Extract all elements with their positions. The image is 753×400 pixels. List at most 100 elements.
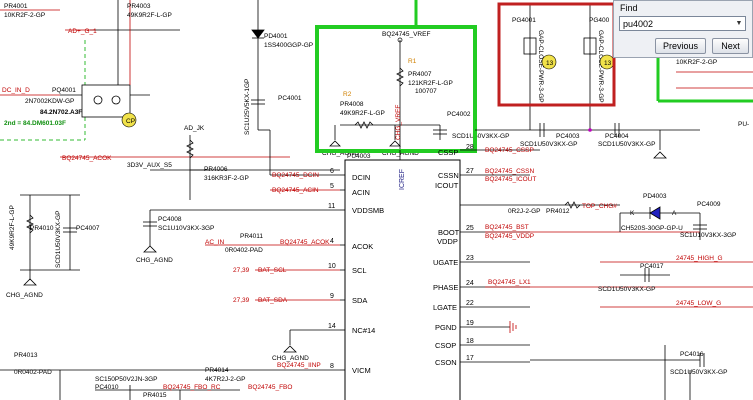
left-top-red-wires: [0, 0, 290, 158]
find-panel-title: Find: [620, 3, 638, 13]
pc4004-value: SCD1U50V3KX-GP: [598, 141, 655, 148]
net-bat-sda: BAT_SDA: [258, 297, 288, 304]
pin-name-pgnd: PGND: [435, 323, 457, 332]
pr4007-ref: PR4007: [408, 71, 432, 78]
chg-agnd-vref: CHG_AGND: [382, 150, 419, 157]
pc4002-ref: PC4002: [447, 111, 471, 118]
net-bq-cssn: BQ24745_CSSN: [485, 168, 534, 175]
pin-num-17: 17: [466, 355, 474, 362]
pin-num-5: 5: [330, 183, 334, 190]
pr4003-value: 49K9R2F-L-GP: [127, 12, 172, 19]
net-bq-acok-center: BQ24745_ACOK: [280, 239, 330, 246]
left-top-components: [60, 0, 180, 118]
find-search-input[interactable]: [619, 16, 746, 31]
ic-pu4003-body: [344, 159, 461, 400]
ref-27-39-sda: 27,39: [233, 297, 250, 304]
chevron-down-icon[interactable]: ▼: [735, 20, 743, 27]
pin-num-6: 6: [330, 168, 334, 175]
bottom-left-wires: [0, 369, 340, 400]
pin-name-phase: PHASE: [433, 283, 458, 292]
net-dc-in-d: DC_IN_D: [2, 87, 30, 94]
net-bq-dcin: BQ24745_DCIN: [272, 172, 319, 179]
pr4012-group: [530, 201, 620, 209]
vref-node: [397, 37, 403, 43]
pr4013-value: 0R0402-PAD: [14, 369, 52, 376]
net-bq-fbo-rc: BQ24745_FBO_RC: [163, 384, 221, 391]
pq4001-ref: PQ4001: [52, 87, 76, 94]
ic-pu4003-ref: PU4003: [347, 153, 371, 160]
pr4011-value: 0R0402-PAD: [225, 247, 263, 254]
pc4017-value: SCD1U50V3KX-GP: [598, 286, 655, 293]
pr4006-value: 316KR3F-2-GP: [204, 175, 249, 182]
pc4017-ref: PC4017: [640, 263, 664, 270]
pq4001-value: 2N7002KDW-GP: [25, 98, 74, 105]
pc4016-value: SCD1U50V3KX-GP: [670, 369, 727, 376]
net-bq-vddp: BQ24745_VDDP: [485, 233, 534, 240]
pc4007-value: SCD1U50V3KX-GP: [55, 211, 62, 268]
pc4002-value: SCD1U50V3KX-GP: [452, 133, 509, 140]
pr4006-ref: PR4006: [204, 166, 228, 173]
pc4003-value: SCD1U50V3KX-GP: [520, 141, 577, 148]
pr4008-value: 49K9R2F-L-GP: [340, 110, 385, 117]
pr4010-pc4007-group: [20, 194, 80, 286]
find-next-button[interactable]: Next: [712, 38, 749, 54]
pin-name-cssp: CSSP: [438, 148, 458, 157]
pin-num-25: 25: [466, 225, 474, 232]
pc4001-ref: PC4001: [278, 95, 302, 102]
gap-close-badges: 13 13: [541, 54, 615, 70]
pr4010-ref: PR4010: [30, 225, 54, 232]
vref-group: [329, 40, 447, 155]
pc4007-ref: PC4007: [76, 225, 100, 232]
pc4017-cap: [620, 268, 670, 282]
pr4007-value: 121KR2F-L-GP: [408, 80, 453, 87]
ic-left-pins: 6 DCIN 5 ACIN 11 VDDSMB 4 ACOK 10 SCL 9 …: [328, 168, 384, 375]
pr4001-value: 10KR2F-2-GP: [4, 12, 45, 19]
net-ad-g-1: AD+_G_1: [68, 28, 97, 35]
pr-10k-value: 10KR2F-2-GP: [676, 59, 717, 66]
pin-num-27: 27: [466, 168, 474, 175]
net-bq-acok-left: BQ24745_ACOK: [62, 155, 112, 162]
gap-close-2-value: GAP-CLOSE-PWR-3-GP: [597, 30, 604, 103]
pq4001-badge: CP: [121, 112, 137, 128]
gap-close-1-value: GAP-CLOSE-PWR-3-GP: [537, 30, 544, 103]
pin-num-22: 22: [466, 300, 474, 307]
pin-name-nc14: NC#14: [352, 326, 375, 335]
pq4001-second-source: 2nd = 84.DM601.03F: [4, 120, 66, 127]
pg4001-ref: PG4001: [512, 17, 536, 24]
svg-text:CP: CP: [126, 118, 135, 125]
label-r1: R1: [408, 58, 417, 65]
pin-name-dcin: DCIN: [352, 173, 370, 182]
pr4001-ref: PR4001: [4, 3, 28, 10]
pr4012-ref: PR4012: [546, 208, 570, 215]
pc4016-group: [530, 345, 705, 400]
svg-text:13: 13: [546, 60, 554, 67]
ic-left-pin-stubs: [340, 174, 345, 371]
net-3d3v-aux-s5: 3D3V_AUX_S5: [127, 162, 172, 169]
pd4001-value: 1SS400GGP-GP: [264, 42, 313, 49]
net-bq-fbo: BQ24745_FBO: [248, 384, 292, 391]
pin-name-vddsmb: VDDSMB: [352, 206, 384, 215]
find-previous-button[interactable]: Previous: [655, 38, 706, 54]
chg-agnd-left: CHG_AGND: [6, 292, 43, 299]
pc4008-ref: PC4008: [158, 216, 182, 223]
net-bat-scl: BAT_SCL: [258, 267, 287, 274]
pr4008-ref: PR4008: [340, 101, 364, 108]
svg-text:13: 13: [604, 60, 612, 67]
net-high-g: 24745_HIGH_G: [676, 255, 723, 262]
net-bq-lx1: BQ24745_LX1: [488, 279, 531, 286]
ic-pin-icref: ICREF: [399, 169, 406, 190]
pr4014-value: 4K7R2J-2-GP: [205, 376, 245, 383]
ic-right-pins: 28 CSSP 27 CSSN ICOUT 25 BOOT VDDP 23 UG…: [433, 144, 474, 367]
pin-num-4: 4: [330, 238, 334, 245]
right-edge-wires: [676, 71, 753, 89]
pgnd-ground: [509, 321, 517, 333]
net-bq-acin: BQ24745_ACIN: [272, 187, 319, 194]
pc4010-ref: PC4010: [95, 384, 119, 391]
net-ac-in: AC_IN: [205, 239, 224, 246]
net-bq-bst: BQ24745_BST: [485, 224, 529, 231]
find-panel: Find ▼ Previous Next: [613, 0, 753, 58]
pin-name-cssn: CSSN: [438, 171, 459, 180]
net-ad-jk: AD_JK: [184, 125, 205, 132]
pin-num-10: 10: [328, 263, 336, 270]
pd4003-k: K: [630, 210, 635, 217]
